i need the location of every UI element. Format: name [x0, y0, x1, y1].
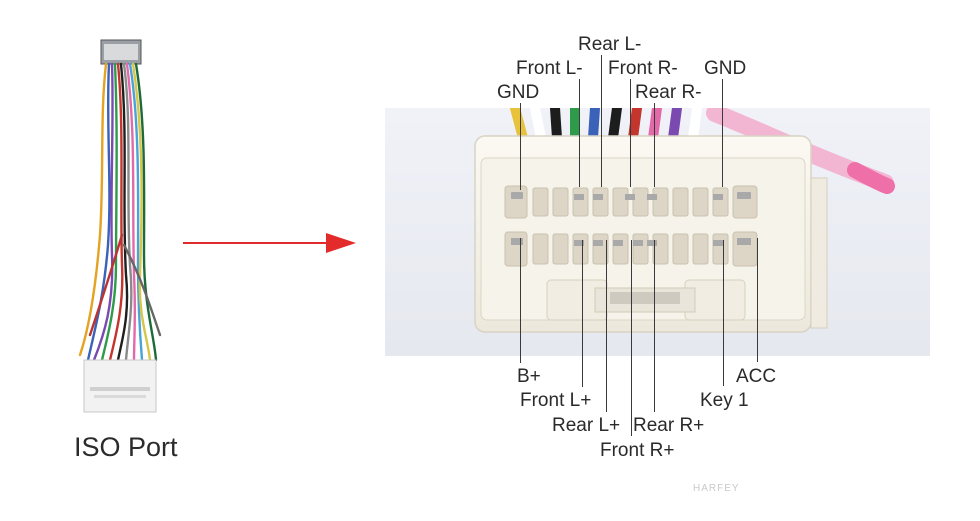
connector-photo-icon [385, 108, 930, 356]
leader-front-r-minus [630, 79, 631, 187]
watermark: HARFEY [693, 483, 740, 494]
leader-acc [757, 238, 758, 362]
label-key-1: Key 1 [700, 390, 749, 411]
label-gnd-left: GND [497, 82, 540, 103]
label-rear-r-minus: Rear R- [635, 82, 702, 103]
label-acc: ACC [736, 366, 777, 387]
label-gnd-right: GND [704, 58, 747, 79]
leader-gnd-left [520, 103, 521, 190]
label-rear-l-plus: Rear L+ [552, 415, 621, 436]
label-rear-l-minus: Rear L- [578, 34, 642, 55]
iso-harness-icon [78, 39, 162, 413]
label-front-r-minus: Front R- [608, 58, 678, 79]
label-front-r-plus: Front R+ [600, 440, 675, 461]
label-front-l-minus: Front L- [516, 58, 583, 79]
leader-front-l-minus [579, 79, 580, 187]
iso-port-caption: ISO Port [74, 432, 178, 462]
label-front-l-plus: Front L+ [520, 390, 592, 411]
leader-front-r-plus [631, 240, 632, 436]
label-rear-r-plus: Rear R+ [633, 415, 705, 436]
leader-b-plus [520, 238, 521, 363]
leader-rear-r-minus [654, 103, 655, 187]
leader-front-l-plus [582, 240, 583, 387]
leader-rear-r-plus [654, 240, 655, 412]
label-b-plus: B+ [517, 366, 541, 387]
leader-rear-l-plus [606, 240, 607, 412]
leader-gnd-right [722, 79, 723, 187]
leader-rear-l-minus [601, 55, 602, 187]
right-arrow-icon [183, 233, 356, 253]
leader-key-1 [723, 240, 724, 386]
